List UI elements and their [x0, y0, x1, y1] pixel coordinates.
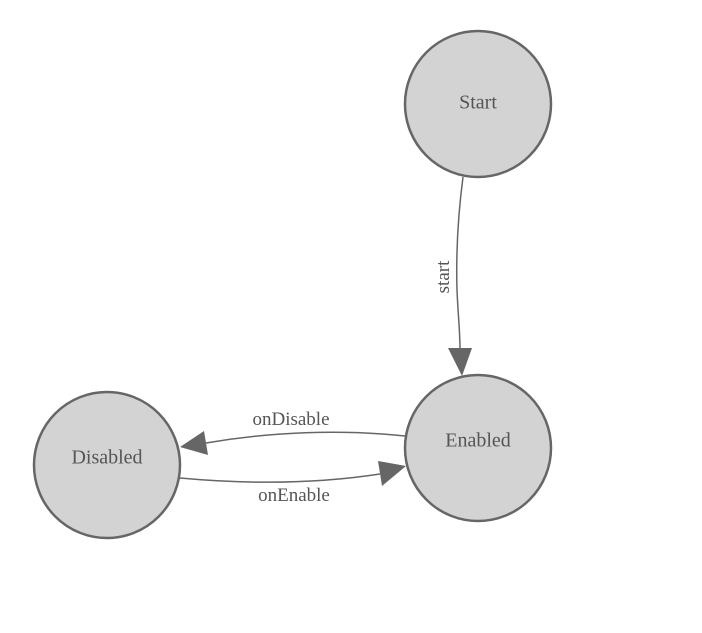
edge-on-enable-line	[179, 473, 381, 483]
edge-on-enable: onEnable	[179, 461, 406, 506]
edge-start-arrowhead	[448, 348, 472, 376]
node-start-circle	[403, 29, 553, 179]
node-enabled: Enabled	[403, 373, 553, 523]
node-start: Start	[403, 29, 553, 179]
node-disabled-circle	[32, 390, 182, 540]
node-start-label: Start	[459, 92, 497, 114]
node-enabled-circle	[403, 373, 553, 523]
node-disabled-label: Disabled	[71, 447, 142, 469]
edge-on-disable-arrowhead	[180, 431, 208, 455]
node-disabled: Disabled	[32, 390, 182, 540]
edge-on-enable-arrowhead	[378, 461, 406, 486]
edge-start-line	[456, 176, 464, 351]
edge-on-disable-line	[205, 431, 406, 444]
edge-start: start	[433, 176, 472, 376]
node-enabled-label: Enabled	[445, 430, 511, 452]
edge-on-disable-label: onDisable	[252, 409, 329, 430]
edge-on-enable-label: onEnable	[258, 485, 330, 506]
edge-start-label: start	[433, 260, 454, 293]
edge-on-disable: onDisable	[180, 409, 406, 455]
